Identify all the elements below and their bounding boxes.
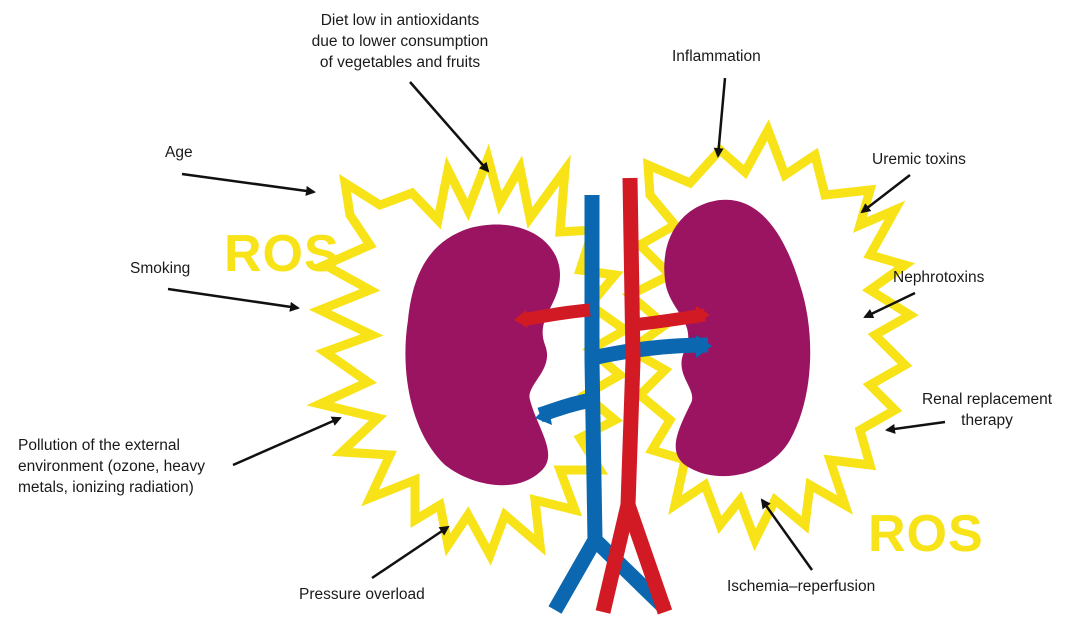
arrow-diet — [410, 82, 488, 171]
kidney-left-icon — [405, 225, 560, 486]
label-diet: Diet low in antioxidants due to lower co… — [280, 10, 520, 73]
label-pressure-overload: Pressure overload — [299, 584, 425, 605]
label-age: Age — [165, 142, 193, 163]
ros-label-right: ROS — [868, 508, 984, 560]
label-nephrotoxins: Nephrotoxins — [893, 267, 984, 288]
arrow-pressure — [372, 527, 448, 578]
label-renal-replacement: Renal replacement therapy — [912, 389, 1062, 431]
ros-label-left: ROS — [224, 228, 340, 280]
arrow-pollution — [233, 418, 340, 465]
label-pollution: Pollution of the external environment (o… — [18, 435, 205, 498]
label-inflammation: Inflammation — [672, 46, 761, 67]
kidney-right-icon — [664, 200, 810, 476]
arrow-inflammation — [718, 78, 725, 156]
label-smoking: Smoking — [130, 258, 190, 279]
arrow-age — [182, 174, 314, 192]
label-uremic-toxins: Uremic toxins — [872, 149, 966, 170]
arrow-smoking — [168, 289, 298, 308]
label-ischemia: Ischemia–reperfusion — [727, 576, 875, 597]
